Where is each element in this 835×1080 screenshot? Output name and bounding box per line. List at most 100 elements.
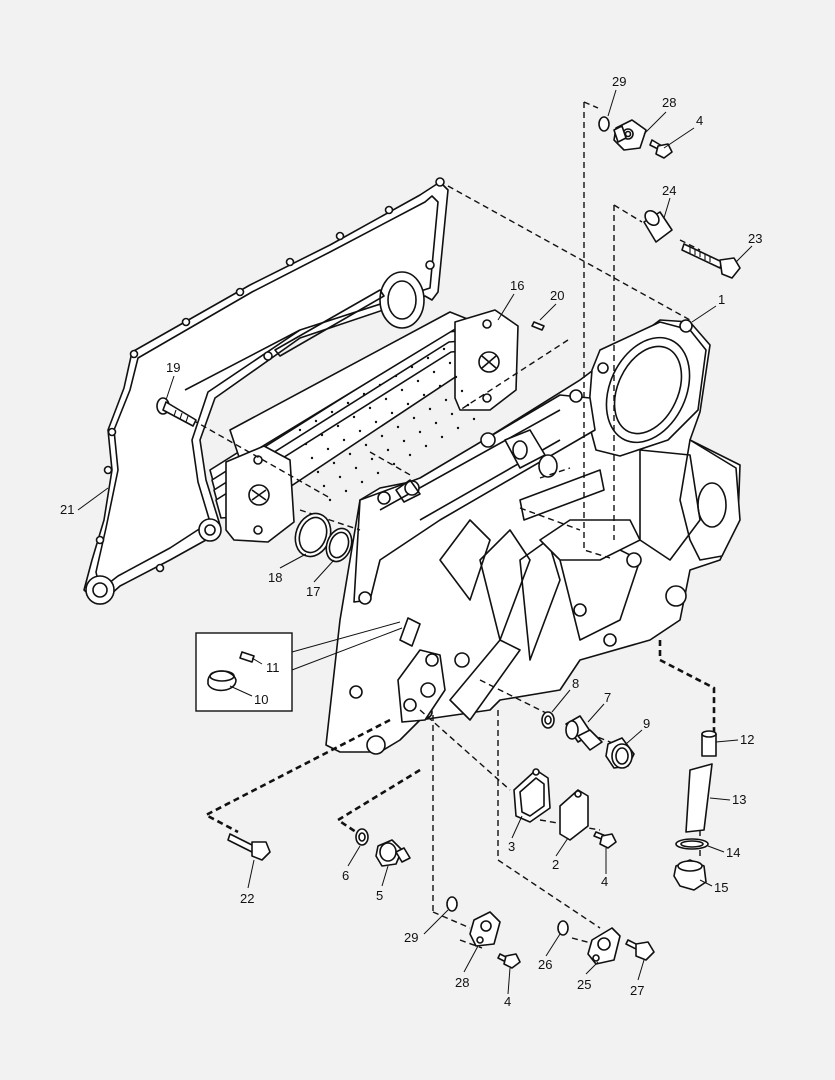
cooler-dot <box>314 419 318 423</box>
cooler-dot <box>426 356 430 360</box>
label-23: 23 <box>748 231 762 246</box>
housing-1 <box>325 319 741 755</box>
cooler-dot <box>424 444 428 448</box>
label-12: 12 <box>740 732 754 747</box>
cooler-dot <box>360 480 364 484</box>
label-14: 14 <box>726 845 740 860</box>
washer-29-top <box>598 116 610 132</box>
cooler-dot <box>310 456 314 460</box>
bolt-4-mid <box>593 831 617 849</box>
label-17: 17 <box>306 584 320 599</box>
leader-lines <box>77 89 753 995</box>
cooler-dot <box>386 448 390 452</box>
gasket-21 <box>83 177 449 605</box>
label-18: 18 <box>268 570 282 585</box>
cooler-dot <box>410 365 414 369</box>
cooler-dot <box>348 452 352 456</box>
washer-6 <box>355 828 369 846</box>
detail-inset <box>195 621 403 712</box>
cooler-dot <box>450 412 454 416</box>
label-13: 13 <box>732 792 746 807</box>
label-9: 9 <box>643 716 650 731</box>
label-10: 10 <box>254 692 268 707</box>
cooler-dot <box>358 429 362 433</box>
washer-8 <box>541 711 555 729</box>
cooler-dot <box>438 384 442 388</box>
label-1: 1 <box>718 292 725 307</box>
sleeve-12 <box>701 730 717 757</box>
label-29-top: 29 <box>612 74 626 89</box>
cooler-dot <box>460 389 464 393</box>
cap-9 <box>605 737 635 769</box>
label-27: 27 <box>630 983 644 998</box>
label-4-mid: 4 <box>601 874 608 889</box>
cooler-dot <box>442 347 446 351</box>
cooler-dot <box>304 442 308 446</box>
label-20: 20 <box>550 288 564 303</box>
cooler-dot <box>454 375 458 379</box>
bolt-23 <box>681 243 741 279</box>
cooler-dot <box>432 370 436 374</box>
label-25: 25 <box>577 977 591 992</box>
label-16: 16 <box>510 278 524 293</box>
cooler-dot <box>370 457 374 461</box>
bolt-4-bottom <box>497 953 521 969</box>
cooler-dot <box>336 424 340 428</box>
cooler-dot <box>364 443 368 447</box>
cooler-dot <box>316 470 320 474</box>
o-ring-17 <box>325 527 353 563</box>
sleeve-24 <box>643 209 673 243</box>
cooler-dot <box>368 406 372 410</box>
flange-25 <box>587 927 621 965</box>
cooler-dot <box>390 411 394 415</box>
cooler-dot <box>416 379 420 383</box>
label-29-bottom: 29 <box>404 930 418 945</box>
cooler-dot <box>298 428 302 432</box>
cooler-dot <box>344 489 348 493</box>
cooler-dot <box>428 407 432 411</box>
oil-cooler-16 <box>209 309 519 543</box>
cooler-dot <box>412 416 416 420</box>
label-26: 26 <box>538 957 552 972</box>
label-15: 15 <box>714 880 728 895</box>
cooler-dot <box>392 462 396 466</box>
cooler-dot <box>342 438 346 442</box>
label-8: 8 <box>572 676 579 691</box>
cooler-dot <box>338 475 342 479</box>
bolt-19 <box>156 397 197 427</box>
flange-28-bottom <box>469 911 501 947</box>
cooler-dot <box>374 420 378 424</box>
cooler-dot <box>362 392 366 396</box>
cooler-dot <box>378 383 382 387</box>
fitting-7 <box>565 715 603 751</box>
cooler-dot <box>346 401 350 405</box>
label-28-top: 28 <box>662 95 676 110</box>
cooler-dot <box>328 498 332 502</box>
label-24: 24 <box>662 183 676 198</box>
cooler-dot <box>456 426 460 430</box>
pin-20 <box>531 321 545 331</box>
o-ring-18 <box>294 512 332 558</box>
label-7: 7 <box>604 690 611 705</box>
cooler-dot <box>418 430 422 434</box>
label-2: 2 <box>552 857 559 872</box>
cooler-dot <box>434 421 438 425</box>
plug-15 <box>673 859 707 891</box>
cooler-dot <box>448 361 452 365</box>
bolt-22 <box>227 833 271 861</box>
cooler-dot <box>400 388 404 392</box>
cooler-dot <box>402 439 406 443</box>
gasket-3 <box>513 768 551 823</box>
cooler-dot <box>380 434 384 438</box>
part-labels: 29 28 4 24 23 1 16 20 19 21 18 17 11 10 … <box>60 74 762 1009</box>
label-3: 3 <box>508 839 515 854</box>
label-6: 6 <box>342 868 349 883</box>
cooler-dot <box>330 410 334 414</box>
spring-13 <box>685 763 713 833</box>
label-5: 5 <box>376 888 383 903</box>
cooler-dot <box>472 417 476 421</box>
cooler-dot <box>332 461 336 465</box>
label-4-bottom: 4 <box>504 994 511 1009</box>
cooler-dot <box>384 397 388 401</box>
